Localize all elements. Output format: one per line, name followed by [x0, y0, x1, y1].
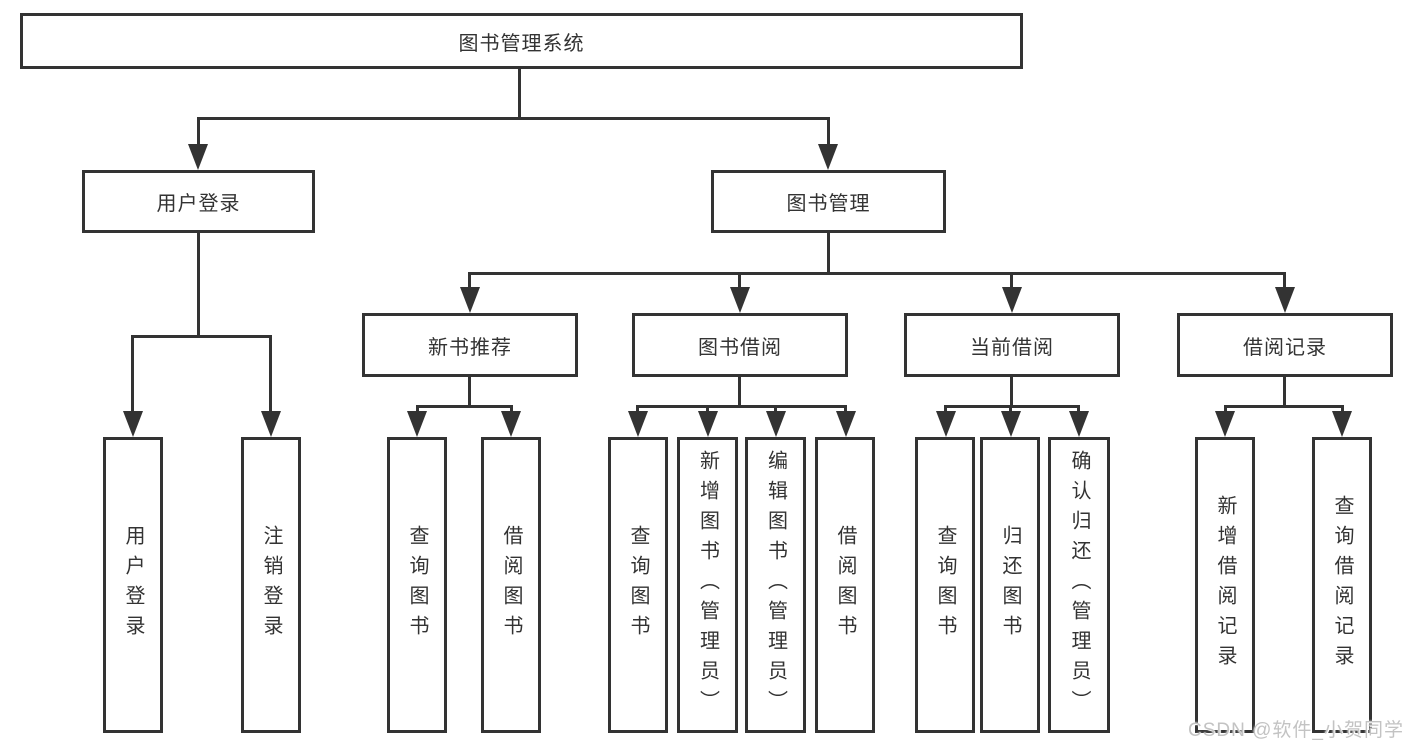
arrowhead-bb-borrow: [836, 411, 856, 437]
connector-drop-bb-borrow: [844, 405, 847, 413]
connector-bb-trunk: [738, 377, 741, 408]
arrowhead-nbr-borrow: [501, 411, 521, 437]
connector-root-trunk: [518, 68, 521, 120]
arrowhead-user-login: [188, 144, 208, 170]
connector-drop-br-query: [1341, 405, 1344, 413]
connector-level3-bus: [468, 272, 1286, 275]
leaf-borrow-add-books-label: 新增图书（管理员）: [696, 450, 719, 720]
leaf-user-login: 用户登录: [103, 437, 163, 733]
node-current-borrow: 当前借阅: [904, 313, 1120, 377]
connector-br-bus: [1224, 405, 1344, 408]
arrowhead-br-query: [1332, 411, 1352, 437]
leaf-borrow-query-books: 查询图书: [608, 437, 668, 733]
connector-drop-new-book-recommend: [468, 272, 471, 290]
connector-drop-bb-edit: [774, 405, 777, 413]
node-book-management: 图书管理: [711, 170, 946, 233]
node-borrow-records-label: 借阅记录: [1243, 336, 1327, 359]
leaf-newrec-borrow-books-label: 借阅图书: [500, 525, 522, 645]
node-user-login-label: 用户登录: [156, 193, 241, 215]
node-current-borrow-label: 当前借阅: [970, 336, 1054, 359]
node-book-borrow: 图书借阅: [632, 313, 848, 377]
csdn-watermark: CSDN @软件_小贺同学: [1188, 720, 1404, 741]
node-user-login: 用户登录: [82, 170, 315, 233]
connector-drop-cb-query: [944, 405, 947, 413]
leaf-current-return-books-label: 归还图书: [999, 525, 1021, 645]
connector-drop-br-add: [1224, 405, 1227, 413]
connector-cb-bus: [944, 405, 1080, 408]
arrowhead-borrow-records: [1275, 287, 1295, 313]
arrowhead-leaf-logout: [261, 411, 281, 437]
node-borrow-records: 借阅记录: [1177, 313, 1393, 377]
leaf-records-query-record-label: 查询借阅记录: [1331, 495, 1353, 675]
node-new-book-recommend-label: 新书推荐: [428, 336, 512, 359]
leaf-newrec-query-books: 查询图书: [387, 437, 447, 733]
arrowhead-bb-query: [628, 411, 648, 437]
node-root-label: 图书管理系统: [458, 32, 585, 55]
connector-drop-user-login: [197, 117, 200, 147]
connector-nbr-trunk: [468, 377, 471, 408]
arrowhead-nbr-query: [407, 411, 427, 437]
node-book-borrow-label: 图书借阅: [698, 336, 782, 359]
leaf-logout: 注销登录: [241, 437, 301, 733]
connector-drop-bb-query: [636, 405, 639, 413]
leaf-logout-label: 注销登录: [260, 525, 282, 645]
connector-drop-current-borrow: [1010, 272, 1013, 290]
arrowhead-cb-confirm: [1069, 411, 1089, 437]
leaf-records-query-record: 查询借阅记录: [1312, 437, 1372, 733]
leaf-current-query-books: 查询图书: [915, 437, 975, 733]
arrowhead-bb-edit: [766, 411, 786, 437]
connector-drop-borrow-records: [1283, 272, 1286, 290]
connector-drop-bb-add: [706, 405, 709, 413]
leaf-borrow-add-books: 新增图书（管理员）: [677, 437, 738, 733]
leaf-records-add-record-label: 新增借阅记录: [1214, 495, 1236, 675]
node-new-book-recommend: 新书推荐: [362, 313, 578, 377]
connector-drop-leaf-login: [131, 335, 134, 413]
arrowhead-cb-return: [1001, 411, 1021, 437]
leaf-current-return-books: 归还图书: [980, 437, 1040, 733]
arrowhead-book-management: [818, 144, 838, 170]
connector-nbr-bus: [416, 405, 513, 408]
connector-level2-bus: [197, 117, 830, 120]
connector-drop-leaf-logout: [269, 335, 272, 413]
connector-drop-cb-confirm: [1077, 405, 1080, 413]
leaf-borrow-borrow-books: 借阅图书: [815, 437, 875, 733]
leaf-current-confirm-return-label: 确认归还（管理员）: [1068, 450, 1090, 720]
arrowhead-br-add: [1215, 411, 1235, 437]
arrowhead-new-book-recommend: [460, 287, 480, 313]
leaf-borrow-borrow-books-label: 借阅图书: [834, 525, 856, 645]
connector-user-login-bus: [131, 335, 272, 338]
connector-drop-nbr-borrow: [510, 405, 513, 413]
arrowhead-bb-add: [698, 411, 718, 437]
connector-drop-book-management: [827, 117, 830, 147]
connector-drop-cb-return: [1009, 405, 1012, 413]
leaf-user-login-label: 用户登录: [122, 525, 144, 645]
leaf-borrow-query-books-label: 查询图书: [627, 525, 649, 645]
leaf-records-add-record: 新增借阅记录: [1195, 437, 1255, 733]
node-root: 图书管理系统: [20, 13, 1023, 69]
leaf-borrow-edit-books: 编辑图书（管理员）: [745, 437, 806, 733]
node-book-management-label: 图书管理: [786, 193, 871, 215]
arrowhead-leaf-login: [123, 411, 143, 437]
connector-drop-book-borrow: [738, 272, 741, 290]
arrowhead-book-borrow: [730, 287, 750, 313]
leaf-current-confirm-return: 确认归还（管理员）: [1048, 437, 1110, 733]
connector-br-trunk: [1283, 377, 1286, 408]
leaf-newrec-query-books-label: 查询图书: [406, 525, 428, 645]
connector-cb-trunk: [1010, 377, 1013, 408]
leaf-current-query-books-label: 查询图书: [934, 525, 956, 645]
connector-book-management-trunk: [827, 233, 830, 275]
arrowhead-current-borrow: [1002, 287, 1022, 313]
connector-user-login-trunk: [197, 233, 200, 338]
connector-drop-nbr-query: [416, 405, 419, 413]
arrowhead-cb-query: [936, 411, 956, 437]
leaf-newrec-borrow-books: 借阅图书: [481, 437, 541, 733]
connector-bb-bus: [636, 405, 847, 408]
leaf-borrow-edit-books-label: 编辑图书（管理员）: [764, 450, 787, 720]
